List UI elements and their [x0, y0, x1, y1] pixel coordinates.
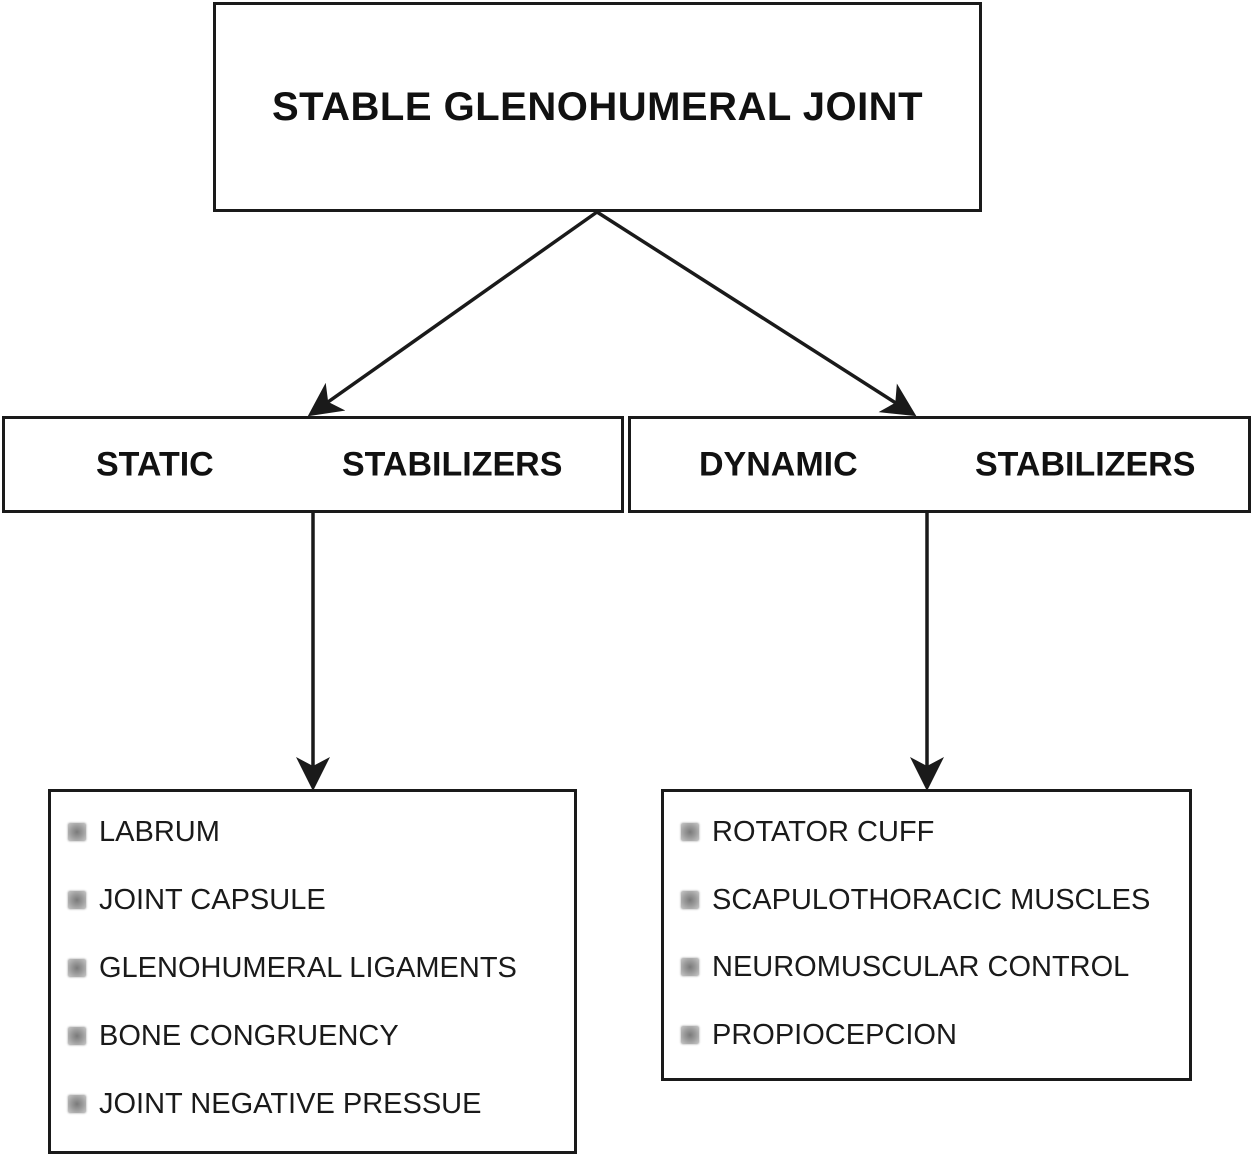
list-item: NEUROMUSCULAR CONTROL [681, 951, 1150, 1019]
list-item: JOINT NEGATIVE PRESSUE [68, 1088, 517, 1156]
list-item-label: LABRUM [99, 816, 220, 848]
list-item-label: ROTATOR CUFF [712, 816, 935, 848]
static-stabilizers-label: STABILIZERS [342, 445, 563, 483]
static-label: STATIC [96, 445, 214, 483]
root-node-title: STABLE GLENOHUMERAL JOINT [271, 84, 924, 129]
bullet-icon [68, 1095, 86, 1113]
root-node-box: STABLE GLENOHUMERAL JOINT [213, 2, 982, 212]
bullet-icon [68, 959, 86, 977]
list-item: ROTATOR CUFF [681, 816, 1150, 884]
arrow-root-to-static [307, 210, 599, 417]
bullet-icon [681, 823, 699, 841]
dynamic-stabilizers-list-box: ROTATOR CUFF SCAPULOTHORACIC MUSCLES NEU… [661, 789, 1192, 1081]
list-item-label: NEUROMUSCULAR CONTROL [712, 951, 1130, 983]
list-item-label: JOINT NEGATIVE PRESSUE [99, 1088, 482, 1120]
bullet-icon [681, 890, 699, 909]
list-item: BONE CONGRUENCY [68, 1020, 517, 1088]
bullet-icon [68, 823, 86, 841]
list-item: GLENOHUMERAL LIGAMENTS [68, 952, 517, 1020]
list-item-label: SCAPULOTHORACIC MUSCLES [712, 883, 1151, 916]
dynamic-stabilizers-label: STABILIZERS [975, 445, 1196, 483]
static-stabilizers-list: LABRUM JOINT CAPSULE GLENOHUMERAL LIGAME… [68, 816, 517, 1156]
list-item-label: JOINT CAPSULE [99, 884, 326, 916]
bullet-icon [681, 1025, 699, 1044]
list-item: LABRUM [68, 816, 517, 884]
list-item: JOINT CAPSULE [68, 884, 517, 952]
static-stabilizers-box: STATIC STABILIZERS [2, 416, 624, 513]
bullet-icon [68, 1027, 86, 1045]
bullet-icon [681, 958, 699, 976]
static-stabilizers-list-box: LABRUM JOINT CAPSULE GLENOHUMERAL LIGAME… [48, 789, 577, 1154]
arrow-root-to-dynamic [596, 210, 917, 417]
list-item: SCAPULOTHORACIC MUSCLES [681, 884, 1150, 952]
list-item-label: PROPIOCEPCION [712, 1018, 957, 1051]
list-item: PROPIOCEPCION [681, 1019, 1150, 1087]
bullet-icon [68, 891, 86, 909]
list-item-label: GLENOHUMERAL LIGAMENTS [99, 952, 517, 984]
dynamic-stabilizers-list: ROTATOR CUFF SCAPULOTHORACIC MUSCLES NEU… [681, 816, 1150, 1086]
dynamic-stabilizers-box: DYNAMIC STABILIZERS [628, 416, 1251, 513]
list-item-label: BONE CONGRUENCY [99, 1020, 399, 1052]
dynamic-label: DYNAMIC [699, 445, 858, 483]
